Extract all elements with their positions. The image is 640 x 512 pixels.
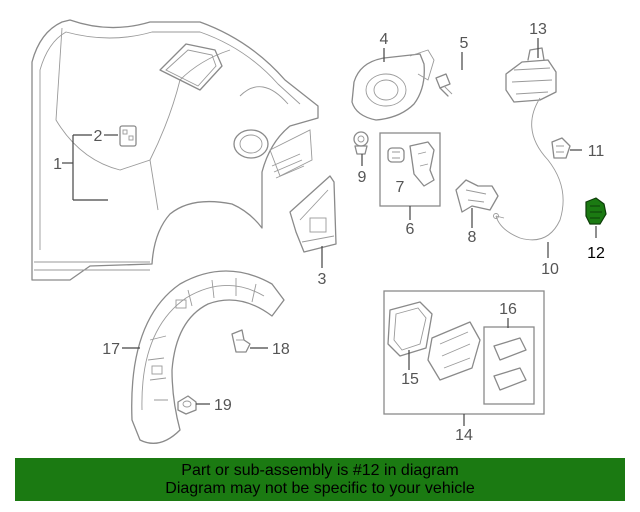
part-info-banner: Part or sub-assembly is #12 in diagram D…: [15, 458, 625, 501]
callout-15: 15: [401, 371, 419, 388]
callout-2: 2: [94, 128, 103, 145]
push-clip-part-18: [231, 329, 251, 353]
callout-18: 18: [272, 341, 290, 358]
callout-16: 16: [499, 301, 517, 318]
fuel-lid-box-14: [383, 290, 545, 415]
fender-liner-part-17: [131, 270, 285, 444]
actuator-part-13: [505, 47, 557, 103]
banner-line-disclaimer: Diagram may not be specific to your vehi…: [165, 480, 475, 497]
extension-panel-part: [289, 175, 337, 253]
callout-5: 5: [460, 35, 469, 52]
clip-part-12-highlighted: [585, 197, 607, 225]
callout-7: 7: [396, 179, 405, 196]
callout-9: 9: [358, 169, 367, 186]
callout-14: 14: [455, 427, 473, 444]
leader-lines: [62, 38, 597, 426]
callout-6: 6: [406, 221, 415, 238]
callout-10: 10: [541, 261, 559, 278]
callout-17: 17: [102, 341, 120, 358]
cable-part-10: [493, 97, 564, 241]
fuel-filler-housing-part: [351, 49, 435, 121]
assembly-box-6: [379, 132, 441, 207]
grommet-part-9: [353, 131, 369, 155]
callout-12-highlighted: 12: [587, 245, 605, 262]
callout-3: 3: [318, 271, 327, 288]
callout-19: 19: [214, 397, 232, 414]
callout-8: 8: [468, 229, 477, 246]
quarter-panel-part: [31, 19, 319, 281]
latch-bracket-part-8: [455, 179, 499, 213]
callout-11: 11: [588, 143, 605, 160]
callout-13: 13: [529, 21, 547, 38]
banner-line-part-info: Part or sub-assembly is #12 in diagram: [181, 462, 459, 479]
bracket-part-2: [119, 125, 137, 147]
callout-4: 4: [380, 31, 389, 48]
callout-labels: 1 2 3 4 5 6 7 8 9 10 11 12 13 14 15 16 1…: [53, 21, 605, 444]
nut-part-19: [177, 395, 197, 415]
bolt-part-5: [435, 73, 453, 97]
callout-1: 1: [53, 156, 62, 173]
clip-part-11: [551, 137, 571, 159]
